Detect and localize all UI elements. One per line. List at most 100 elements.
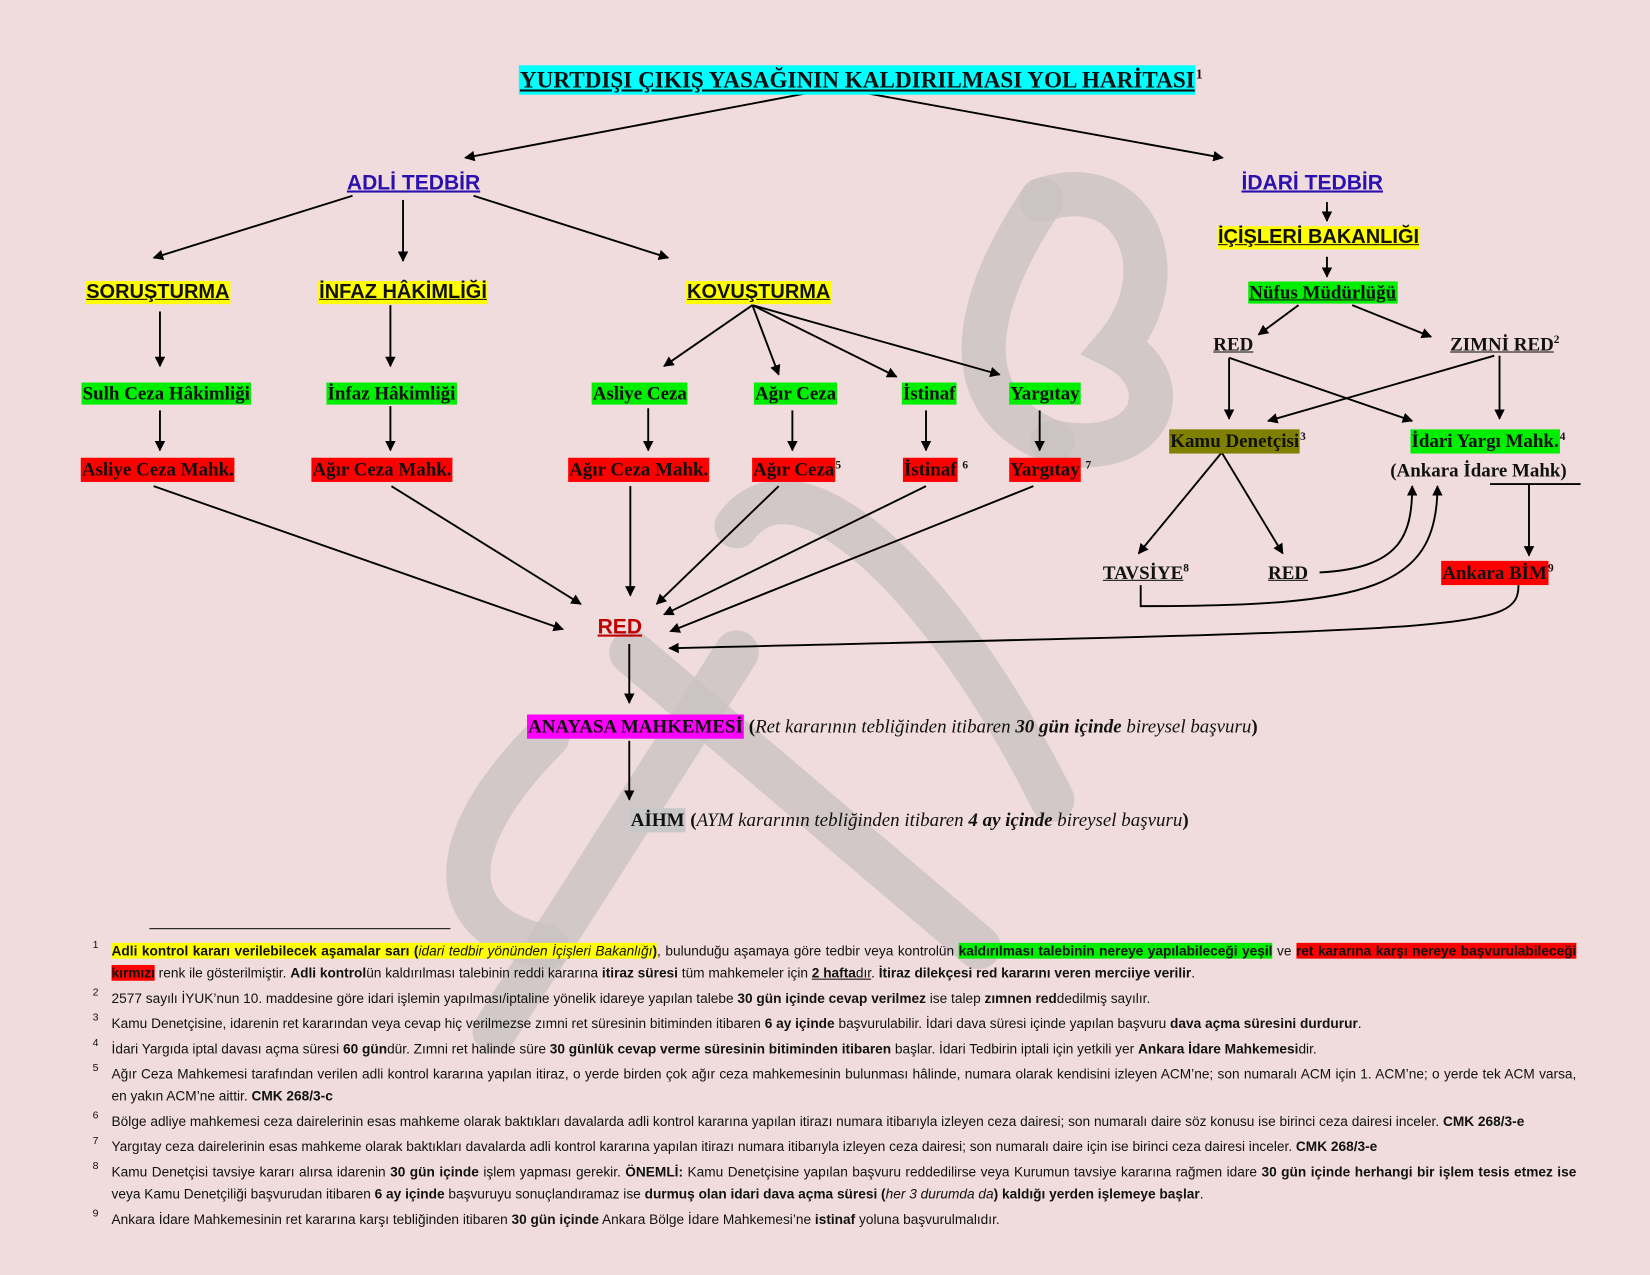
arrow-istinaf-to-red [663, 485, 927, 616]
footnote-text: , bulunduğu aşamaya göre tedbir veya kon… [657, 942, 959, 959]
footnote-ref: 8 [1183, 561, 1189, 575]
ministry-icisleri: İÇİŞLERİ BAKANLIĞI [1216, 226, 1421, 250]
footnote-text: İdari Yargıda iptal davası açma süresi [111, 1040, 343, 1057]
arrow-adli-to-kovusturma [473, 194, 670, 260]
footnote-text: 2577 sayılı İYUK’nun 10. maddesine göre … [111, 990, 738, 1006]
admin-court-note: (Ankara İdare Mahk) [1390, 459, 1567, 481]
footnote-text: kaldırılması talebinin nereye yapılabile… [958, 942, 1273, 959]
apply-asliye-ceza: Asliye Ceza [591, 382, 688, 405]
footnote-text: ise talep [925, 990, 985, 1006]
footnote-text: dir. [1298, 1040, 1317, 1057]
footnote-text: Ankara İdare Mahkemesi [1137, 1040, 1299, 1057]
objection-agir-ceza: Ağır Ceza5 [752, 457, 842, 482]
footnote-text: İtiraz dilekçesi red kararını veren merc… [878, 964, 1192, 981]
arrow-yargitay-to-red [669, 485, 1034, 633]
stage-kovusturma: KOVUŞTURMA [686, 280, 832, 305]
footnote-number: 7 [92, 1135, 99, 1148]
title-text: YURTDIŞI ÇIKIŞ YASAĞININ KALDIRILMASI YO… [518, 65, 1196, 95]
arrow-ombudsman-red-to-court [1319, 485, 1418, 574]
footnote-text: Adli kontrol kararı verilebilecek aşamal… [111, 942, 419, 959]
footnote-number: 4 [92, 1037, 99, 1050]
footnote-text: dür. Zımni ret halinde süre [387, 1040, 550, 1057]
arrow-asliye-mahk-to-red [153, 485, 564, 632]
footnote-text: Kamu Denetçisine yapılan başvuru reddedi… [683, 1163, 1262, 1180]
footnote-text: zımnen red [984, 990, 1057, 1006]
arrow-tavsiye-to-court [1139, 485, 1443, 608]
footnote-text: . [1357, 1015, 1362, 1032]
arrow-kovusturma-to-asliye [663, 304, 753, 367]
footnote-text: durmuş olan idari dava açma süresi [644, 1185, 878, 1202]
footnote-text: veya Kamu Denetçiliği başvurudan itibare… [111, 1185, 375, 1202]
arrow-red-to-idari-yargi [1228, 356, 1414, 423]
footnote-text: her 3 durumda da [885, 1185, 994, 1202]
footnote-ref: 3 [1300, 430, 1306, 444]
apply-yargitay: Yargıtay [1009, 382, 1081, 405]
arrow-ombudsman-to-red [1220, 451, 1284, 555]
ombudsman-red: RED [1268, 561, 1309, 583]
arrow-nufus-to-zimni [1351, 304, 1433, 339]
footnote-text: 2 hafta [811, 964, 856, 981]
footnote-text: Ankara İdare Mahkemesinin ret kararına k… [111, 1211, 512, 1227]
footnote-ref: 1 [1195, 65, 1203, 82]
footnote-text: Kamu Denetçisi tavsiye kararı alırsa ida… [111, 1163, 391, 1180]
footnote-8: 8 Kamu Denetçisi tavsiye kararı alırsa id… [90, 1161, 1577, 1205]
footnote-text: ( [877, 1185, 886, 1202]
footnote-text: Yargıtay ceza dairelerinin esas mahkeme … [111, 1138, 1296, 1155]
admin-court-idari-yargi: İdari Yargı Mahk.4 [1410, 429, 1565, 454]
footnote-text: Ankara Bölge İdare Mahkemesi’ne [598, 1211, 815, 1227]
footnote-text: CMK 268/3-e [1442, 1113, 1525, 1130]
arrow-kovusturma-to-agir [751, 304, 781, 376]
stage-sorusturma: SORUŞTURMA [85, 280, 231, 305]
footnote-text: başvuruyu sonuçlandıramaz ise [444, 1185, 645, 1202]
footnote-ref: 6 [962, 458, 969, 472]
objection-istinaf: İstinaf 6 [902, 457, 969, 482]
footnote-text: dır [855, 964, 872, 981]
footnote-text: renk ile gösterilmiştir. [154, 964, 291, 981]
footnote-2: 2 2577 sayılı İYUK’nun 10. maddesine göre… [90, 987, 1576, 1009]
footnote-text: 6 ay içinde [374, 1185, 445, 1202]
registry-nufus: Nüfus Müdürlüğü [1248, 281, 1398, 304]
footnote-text: Adli kontrol [290, 964, 367, 981]
arrow-adli-to-sorusturma [152, 194, 353, 261]
regional-court-ankara-bim: Ankara BİM9 [1441, 560, 1554, 586]
apply-infaz-hakimligi: İnfaz Hâkimliği [326, 382, 457, 405]
echr-aihm: AİHM (AYM kararının tebliğinden itibaren… [629, 808, 1189, 833]
footnote-ref: 7 [1085, 458, 1092, 472]
footnote-number: 2 [92, 987, 99, 999]
footnote-text: 30 gün içinde [511, 1211, 599, 1227]
footnote-text: itiraz süresi [601, 964, 678, 981]
footnote-text: Ağır Ceza Mahkemesi tarafından verilen a… [111, 1065, 1577, 1104]
arrow-agir-ceza-to-red [655, 485, 780, 605]
footnote-number: 5 [92, 1062, 99, 1075]
apply-sulh-ceza: Sulh Ceza Hâkimliği [81, 382, 251, 405]
footnote-5: 5 Ağır Ceza Mahkemesi tarafından verilen … [90, 1063, 1577, 1107]
footnote-text: 6 ay içinde [764, 1015, 835, 1032]
footnote-ref: 5 [835, 458, 842, 472]
footnote-number: 8 [92, 1160, 99, 1173]
footnote-text: ) kaldığı yerden işlemeye başlar [993, 1185, 1200, 1202]
echr-note: (AYM kararının tebliğinden itibaren 4 ay… [690, 809, 1189, 831]
footnote-ref: 9 [1547, 561, 1554, 575]
footnote-text: Kamu Denetçisine, idarenin ret kararında… [111, 1015, 765, 1032]
footnotes: 1 Adli kontrol kararı verilebilecek aşama… [90, 928, 1576, 1233]
ombudsman-kamu-denetcisi: Kamu Denetçisi3 [1169, 429, 1306, 454]
arrow-title-to-adli [464, 91, 811, 162]
page-title: YURTDIŞI ÇIKIŞ YASAĞININ KALDIRILMASI YO… [518, 65, 1203, 95]
footnote-text: 30 gün içinde cevap verilmez [737, 990, 926, 1006]
arrow-title-to-idari [862, 91, 1224, 162]
objection-agir-ceza-mahk-2: Ağır Ceza Mahk. [568, 457, 710, 482]
footnote-text: . [871, 964, 879, 981]
footnote-text: 30 gün içinde [390, 1163, 479, 1180]
footnote-number: 1 [92, 939, 99, 952]
footnote-text: 60 gün [342, 1040, 388, 1057]
stage-infaz-hakimligi: İNFAZ HÂKİMLİĞİ [318, 280, 488, 305]
ombudsman-tavsiye: TAVSİYE8 [1102, 561, 1189, 583]
footnote-text: tüm mahkemeler için [677, 964, 812, 981]
footnote-text: ün kaldırılması talebinin reddi kararına [366, 964, 602, 981]
arrow-nufus-to-red [1257, 304, 1300, 336]
